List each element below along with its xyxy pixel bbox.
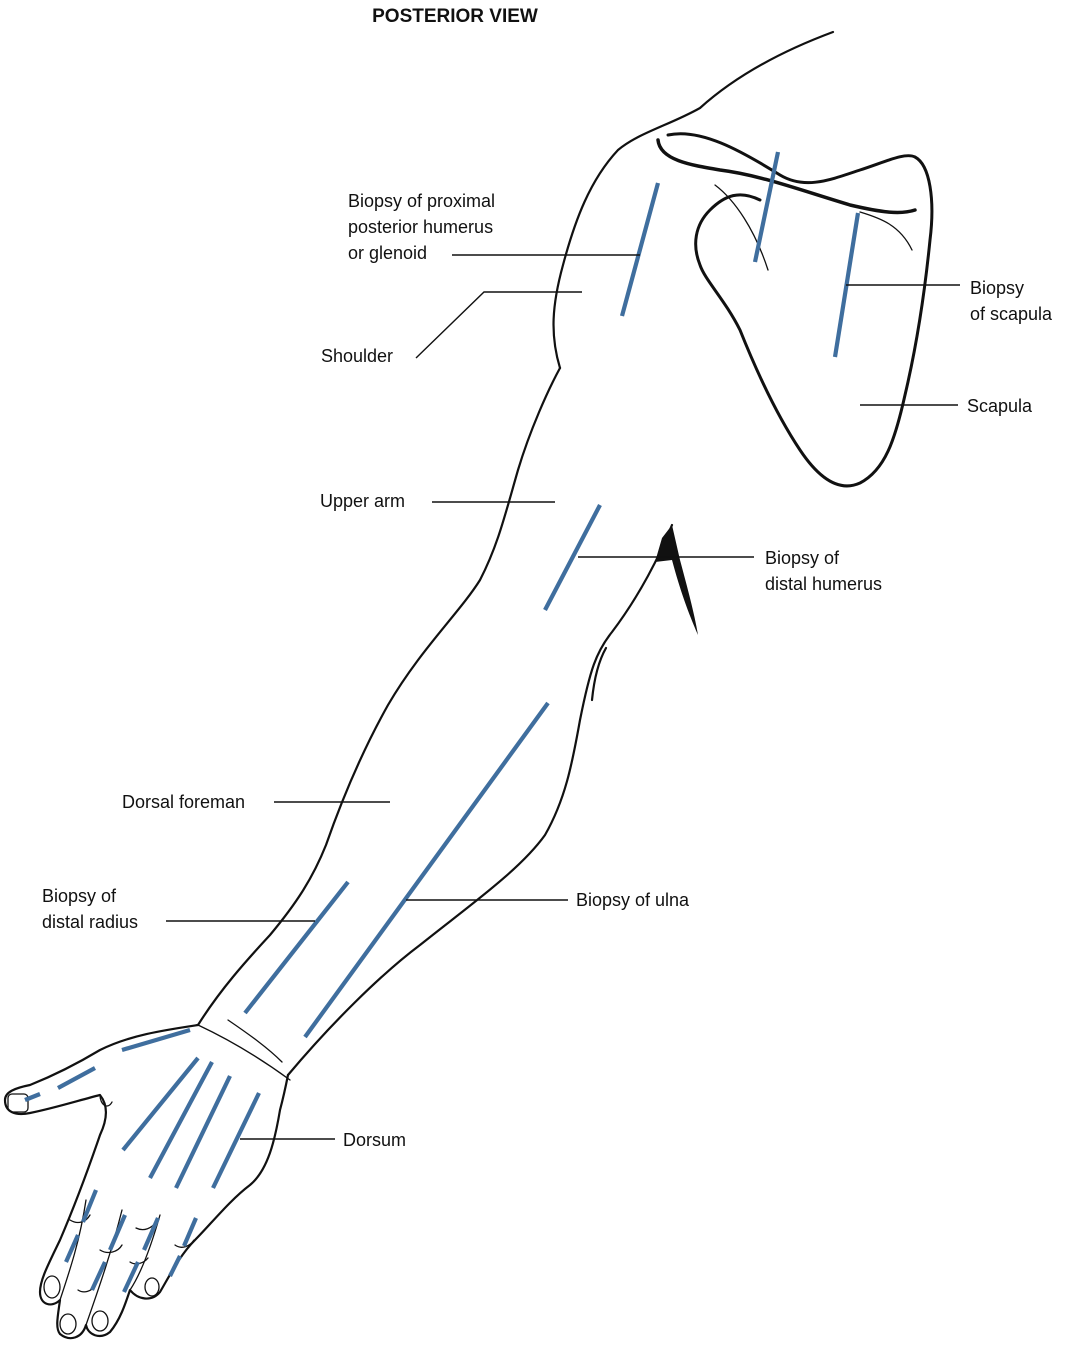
thumb-nail: [8, 1094, 28, 1112]
label-biopsy-proximal-humerus-line-1: Biopsy of proximal: [348, 191, 495, 211]
label-biopsy-ulna: Biopsy of ulna: [576, 890, 690, 910]
neck-line: [554, 32, 833, 368]
incision-proximal-humerus: [622, 183, 658, 316]
labels: Biopsy of proximal posterior humerus or …: [42, 191, 1053, 1150]
finger-nail-1: [44, 1276, 60, 1298]
finger-nail-2: [60, 1314, 76, 1334]
biopsy-incisions: [25, 152, 858, 1292]
label-shoulder: Shoulder: [321, 346, 393, 366]
label-biopsy-distal-radius-line-2: distal radius: [42, 912, 138, 932]
label-scapula: Scapula: [967, 396, 1033, 416]
incision-metacarpal-1: [123, 1058, 198, 1150]
label-biopsy-scapula-line-1: Biopsy: [970, 278, 1024, 298]
incision-finger-4b: [170, 1256, 180, 1276]
scapula-spine-line: [860, 212, 912, 250]
label-biopsy-distal-humerus-line-1: Biopsy of: [765, 548, 840, 568]
finger-nail-3: [92, 1311, 108, 1331]
scapula-drawing: [658, 134, 932, 486]
label-biopsy-distal-radius-line-1: Biopsy of: [42, 886, 117, 906]
label-upper-arm: Upper arm: [320, 491, 405, 511]
label-biopsy-proximal-humerus-line-3: or glenoid: [348, 243, 427, 263]
scapula-spine: [658, 140, 915, 212]
leader-shoulder: [416, 292, 582, 358]
elbow-point: [655, 525, 698, 635]
incision-scapula-spine: [755, 152, 778, 262]
label-biopsy-proximal-humerus-line-2: posterior humerus: [348, 217, 493, 237]
hand-outline: [5, 1025, 288, 1338]
leader-lines: [166, 255, 960, 1139]
diagram-title: POSTERIOR VIEW: [372, 6, 538, 27]
scapula-outline: [668, 134, 932, 486]
label-biopsy-scapula-line-2: of scapula: [970, 304, 1053, 324]
label-dorsum: Dorsum: [343, 1130, 406, 1150]
elbow-fold: [592, 648, 606, 700]
scapula-acromion-line: [715, 185, 768, 270]
arm-lateral-border: [198, 368, 560, 1025]
wrist-crease-1: [198, 1025, 290, 1080]
incision-metacarpal-4: [213, 1093, 259, 1188]
incision-finger-2a: [110, 1215, 125, 1250]
finger-nail-4: [145, 1278, 159, 1296]
label-biopsy-distal-humerus-line-2: distal humerus: [765, 574, 882, 594]
label-dorsal-forearm: Dorsal foreman: [122, 792, 245, 812]
